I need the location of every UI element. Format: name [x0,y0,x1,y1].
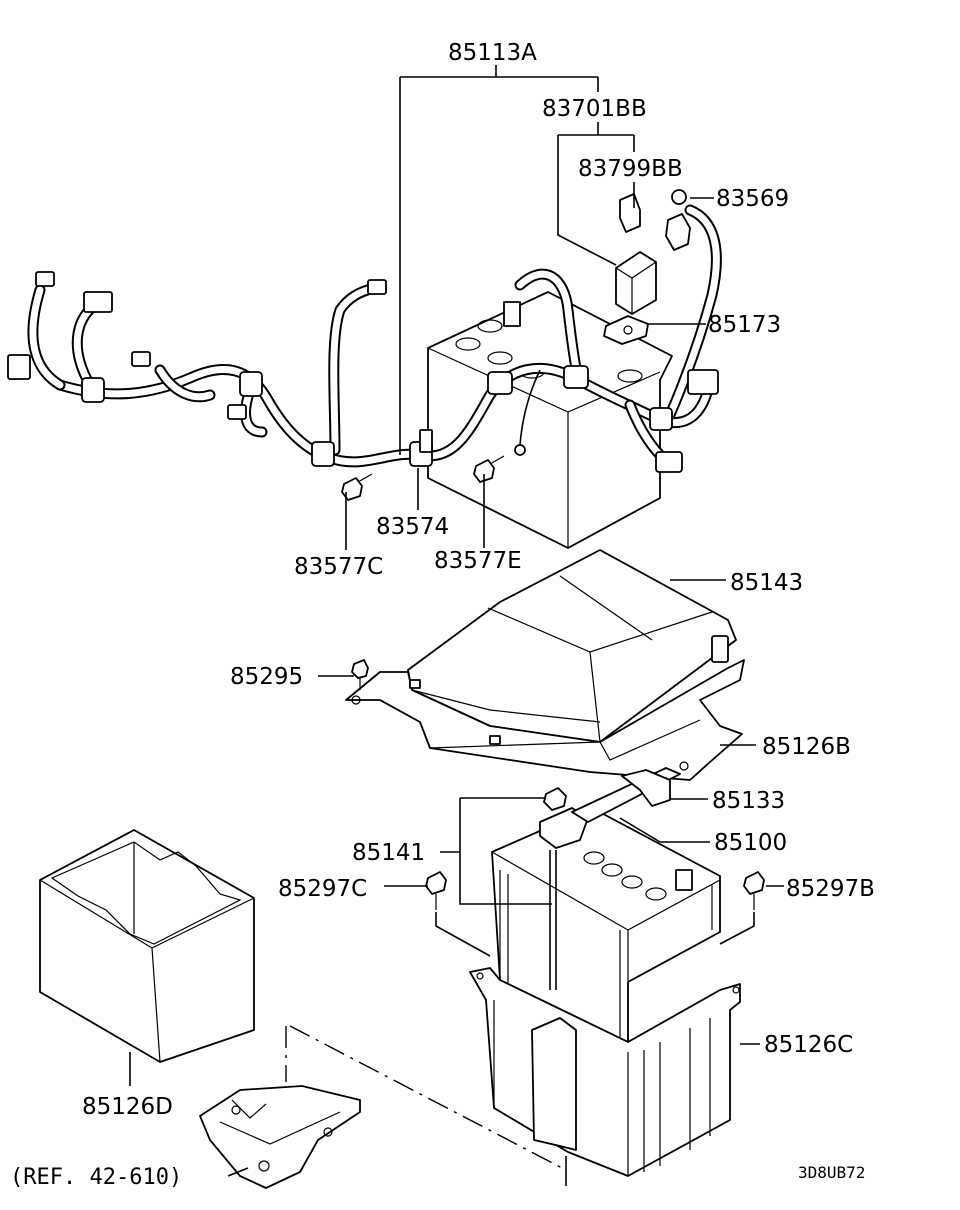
label-85113A: 85113A [448,40,537,66]
label-85133: 85133 [712,788,785,814]
terminal-clamp [603,315,649,345]
nut-85141 [543,787,567,811]
diagram-code: 3D8UB72 [798,1163,865,1182]
hold-down-bracket [539,767,681,849]
mounting-bracket [199,1085,361,1189]
bolt-85295 [351,659,369,690]
label-83574: 83574 [376,514,449,540]
label-85297B: 85297B [786,876,875,902]
label-85297C: 85297C [278,876,367,902]
fuse-clip [619,193,641,233]
leader-lines [129,65,784,1186]
label-85126B: 85126B [762,734,851,760]
label-85100: 85100 [714,830,787,856]
label-83799BB: 83799BB [578,156,683,182]
battery-box [39,829,255,1063]
reference-label: (REF. 42-610) [10,1165,182,1190]
label-85126C: 85126C [764,1032,853,1058]
wire-harness [7,204,722,473]
battery-cover [407,549,737,743]
label-83577C: 83577C [294,554,383,580]
label-85173: 85173 [708,312,781,338]
label-83569: 83569 [716,186,789,212]
label-83701BB: 83701BB [542,96,647,122]
bolts-upper [341,455,505,501]
bolt-85297C [425,871,447,910]
hold-down-rod [549,850,557,990]
label-85143: 85143 [730,570,803,596]
part-labels: 85113A 83701BB 83799BB 83569 85173 83574… [10,40,875,1190]
label-85126D: 85126D [82,1094,173,1120]
label-85141: 85141 [352,840,425,866]
upper-battery [427,291,673,549]
label-83577E: 83577E [434,548,522,574]
battery-tray-lower [469,967,741,1177]
fuse-holder [615,251,657,315]
cable-terminal [665,189,691,251]
label-85295: 85295 [230,664,303,690]
battery-tray-upper [345,659,745,781]
bolt-85297B [743,871,765,910]
